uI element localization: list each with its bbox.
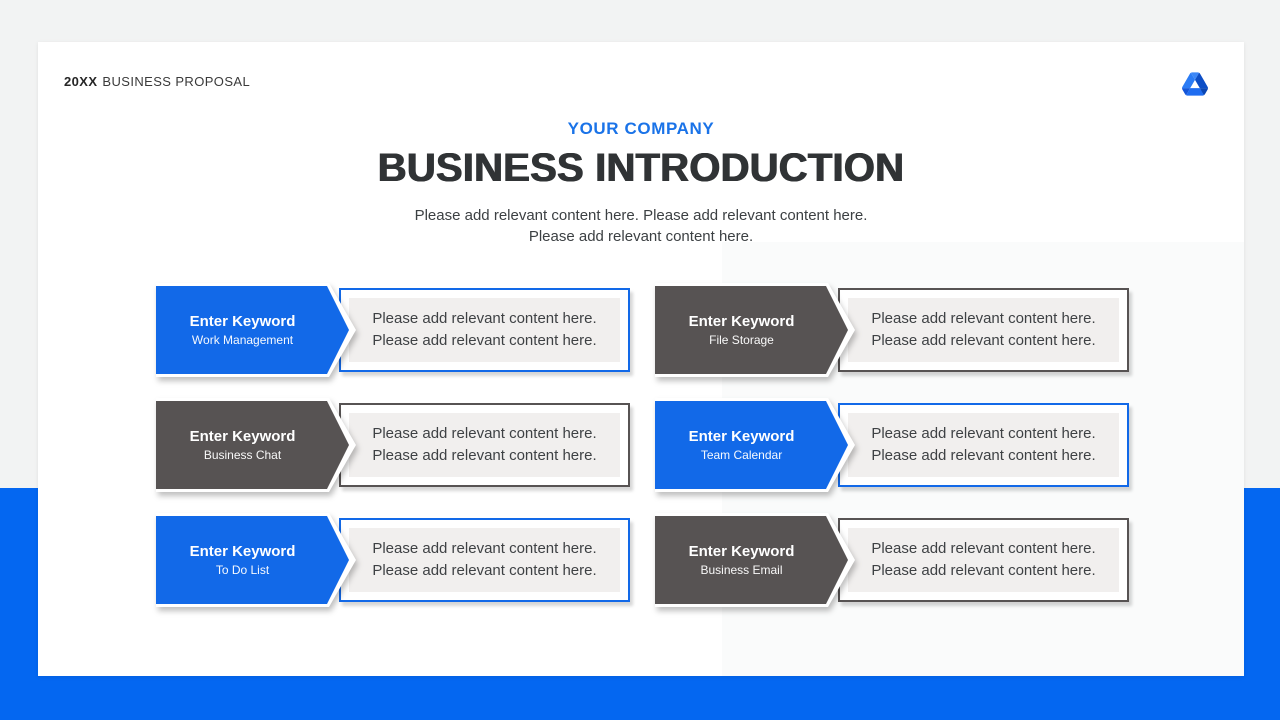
content-line: Please add relevant content here. [372,310,597,327]
google-drive-icon [1182,72,1208,96]
content-box: Please add relevant content here. Please… [339,403,630,487]
keyword-label: Team Calendar [700,448,783,462]
card-business-chat: Please add relevant content here. Please… [156,398,630,492]
proposal-tag: 20XX BUSINESS PROPOSAL [64,68,1220,89]
keyword-title: Enter Keyword [688,543,795,560]
content-box: Please add relevant content here. Please… [339,518,630,602]
keyword-arrow: Enter Keyword To Do List [156,516,349,604]
keyword-title: Enter Keyword [688,428,795,445]
title-block: YOUR COMPANY BUSINESS INTRODUCTION Pleas… [38,119,1244,247]
keyword-title: Enter Keyword [688,313,795,330]
content-box: Please add relevant content here. Please… [339,288,630,372]
slide-title: BUSINESS INTRODUCTION [377,146,905,190]
content-placeholder: Please add relevant content here. Please… [349,298,620,362]
keyword-arrow: Enter Keyword Work Management [156,286,349,374]
keyword-label: Business Chat [203,448,282,462]
content-placeholder: Please add relevant content here. Please… [848,413,1119,477]
keyword-arrow: Enter Keyword Team Calendar [655,401,848,489]
content-box: Please add relevant content here. Please… [838,403,1129,487]
keyword-label: To Do List [215,563,270,577]
content-line: Please add relevant content here. [372,447,597,464]
content-line: Please add relevant content here. [871,310,1096,327]
content-line: Please add relevant content here. [871,562,1096,579]
content-placeholder: Please add relevant content here. Please… [848,528,1119,592]
content-placeholder: Please add relevant content here. Please… [349,413,620,477]
presentation-slide: 20XX BUSINESS PROPOSAL YOUR COMPANY BUSIN… [38,42,1244,676]
slide-header: 20XX BUSINESS PROPOSAL [64,68,1220,102]
content-placeholder: Please add relevant content here. Please… [848,298,1119,362]
keyword-title: Enter Keyword [189,543,296,560]
content-line: Please add relevant content here. [871,540,1096,557]
keyword-arrow: Enter Keyword File Storage [655,286,848,374]
card-team-calendar: Please add relevant content here. Please… [655,398,1129,492]
content-line: Please add relevant content here. [871,332,1096,349]
content-box: Please add relevant content here. Please… [838,518,1129,602]
card-business-email: Please add relevant content here. Please… [655,513,1129,607]
content-line: Please add relevant content here. [871,447,1096,464]
keyword-cards-grid: Please add relevant content here. Please… [156,283,1129,607]
content-line: Please add relevant content here. [372,425,597,442]
keyword-label: Business Email [700,563,783,577]
keyword-label: Work Management [191,333,294,347]
keyword-title: Enter Keyword [189,428,296,445]
slide-subtitle: Please add relevant content here. Please… [38,205,1244,247]
card-work-management: Please add relevant content here. Please… [156,283,630,377]
proposal-label: BUSINESS PROPOSAL [102,74,251,89]
keyword-label: File Storage [709,333,774,347]
proposal-year: 20XX [64,74,98,89]
content-line: Please add relevant content here. [372,332,597,349]
company-name: YOUR COMPANY [567,119,715,138]
content-line: Please add relevant content here. [372,540,597,557]
content-line: Please add relevant content here. [372,562,597,579]
keyword-arrow: Enter Keyword Business Chat [156,401,349,489]
content-line: Please add relevant content here. [871,425,1096,442]
keyword-arrow: Enter Keyword Business Email [655,516,848,604]
subtitle-line-1: Please add relevant content here. Please… [414,207,868,224]
subtitle-line-2: Please add relevant content here. [528,228,754,245]
keyword-title: Enter Keyword [189,313,296,330]
card-to-do-list: Please add relevant content here. Please… [156,513,630,607]
content-placeholder: Please add relevant content here. Please… [349,528,620,592]
content-box: Please add relevant content here. Please… [838,288,1129,372]
card-file-storage: Please add relevant content here. Please… [655,283,1129,377]
